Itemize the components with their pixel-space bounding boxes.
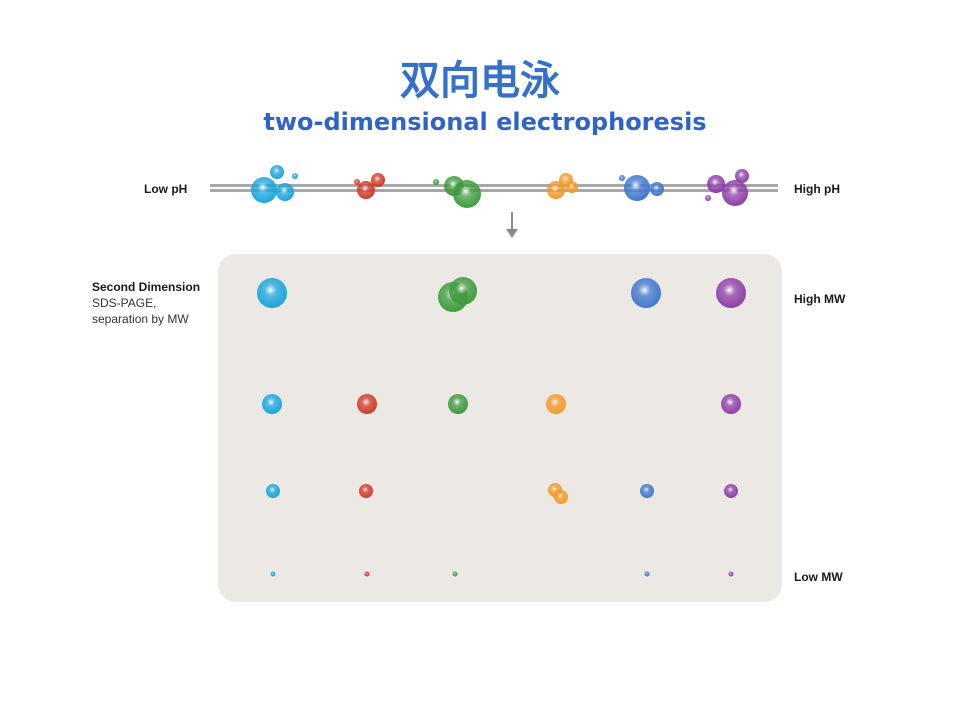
strip-spot-orange [566, 181, 578, 193]
high-ph-label: High pH [794, 182, 840, 196]
strip-spot-blue [619, 175, 625, 181]
page-subtitle: two-dimensional electrophoresis [263, 108, 707, 136]
strip-spot-purple [705, 195, 711, 201]
gel-spot-purple [721, 394, 741, 414]
gel-spot-green [448, 394, 468, 414]
gel-spot-cyan [257, 278, 287, 308]
gel-spot-blue [644, 571, 650, 577]
gel-spot-red [357, 394, 377, 414]
gel-spot-orange [546, 394, 566, 414]
gel-spot-purple [716, 278, 746, 308]
strip-spot-orange [547, 181, 565, 199]
low-mw-label: Low MW [794, 570, 843, 584]
gel-spot-purple [728, 571, 734, 577]
strip-spot-green [453, 180, 481, 208]
gel-spot-green [449, 277, 477, 305]
sds-page-label: SDS-PAGE, [92, 296, 157, 310]
gel-spot-purple [724, 484, 738, 498]
strip-spot-purple [707, 175, 725, 193]
strip-spot-red [354, 179, 360, 185]
strip-spot-cyan [276, 183, 294, 201]
strip-spot-blue [650, 182, 664, 196]
gel-spot-cyan [262, 394, 282, 414]
gel-spot-orange [554, 490, 568, 504]
strip-spot-cyan [292, 173, 298, 179]
gel-spot-green [452, 571, 458, 577]
strip-spot-red [357, 181, 375, 199]
ief-strip [210, 184, 778, 192]
gel-spot-blue [640, 484, 654, 498]
high-mw-label: High MW [794, 292, 846, 306]
gel-spots [257, 277, 746, 577]
gel-panel [218, 254, 782, 602]
gel-spot-cyan [270, 571, 276, 577]
strip-spot-red [371, 173, 385, 187]
strip-spots [251, 165, 749, 208]
down-arrow-icon [506, 212, 518, 238]
strip-spot-purple [722, 180, 748, 206]
strip-spot-green [433, 179, 439, 185]
gel-spot-blue [631, 278, 661, 308]
strip-spot-purple [735, 169, 749, 183]
low-ph-label: Low pH [144, 182, 188, 196]
gel-spot-cyan [266, 484, 280, 498]
strip-spot-cyan [251, 177, 277, 203]
separation-label: separation by MW [92, 312, 189, 326]
page-title: 双向电泳 [400, 58, 560, 104]
second-dimension-heading: Second Dimension [92, 280, 201, 294]
strip-spot-cyan [270, 165, 284, 179]
gel-spot-red [364, 571, 370, 577]
gel-spot-red [359, 484, 373, 498]
strip-spot-blue [624, 175, 650, 201]
